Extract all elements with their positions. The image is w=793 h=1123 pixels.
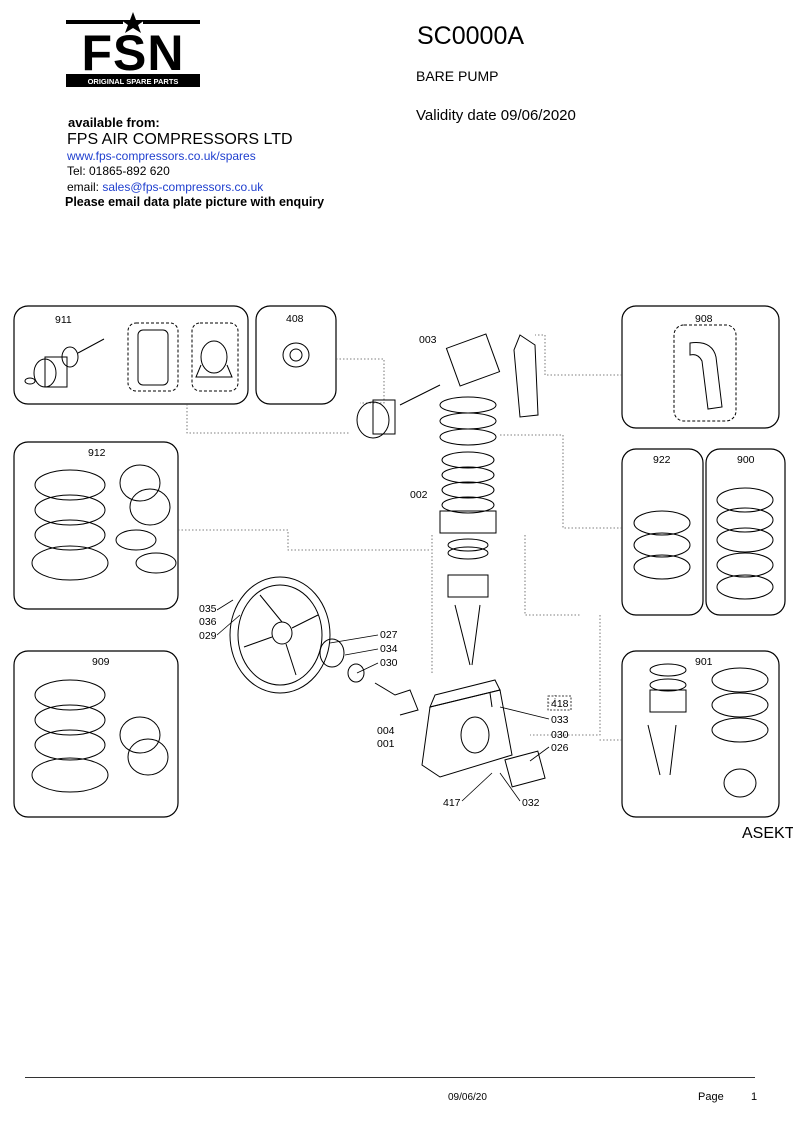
- website-link[interactable]: www.fps-compressors.co.uk/spares: [67, 149, 256, 163]
- fsn-logo: FSN ORIGINAL SPARE PARTS: [66, 12, 200, 87]
- brand-mark: ASEKT: [742, 825, 793, 842]
- part-label-001: 001: [377, 738, 395, 750]
- exploded-parts-diagram: 911 408 908 912 922 900 909 901 003 002 …: [13, 305, 786, 818]
- document-code: SC0000A: [417, 22, 525, 50]
- kit-label-908: 908: [695, 313, 713, 325]
- logo-tagline: ORIGINAL SPARE PARTS: [88, 77, 179, 86]
- logo-text: FSN: [82, 25, 185, 81]
- enquiry-note: Please email data plate picture with enq…: [65, 195, 325, 209]
- kit-box-408[interactable]: [255, 305, 337, 405]
- part-label-033: 033: [551, 714, 569, 726]
- page-label: Page: [698, 1091, 724, 1103]
- part-label-003: 003: [419, 334, 437, 346]
- kit-box-900[interactable]: [705, 448, 786, 616]
- footer-date: 09/06/20: [448, 1092, 487, 1103]
- part-label-418: 418: [551, 698, 569, 710]
- part-label-004: 004: [377, 725, 395, 737]
- kit-label-901: 901: [695, 656, 713, 668]
- page-number: 1: [751, 1091, 758, 1103]
- part-label-034: 034: [380, 643, 398, 655]
- part-label-002: 002: [410, 489, 428, 501]
- kit-box-901[interactable]: [621, 650, 780, 818]
- email-label: email:: [67, 180, 103, 194]
- part-label-027: 027: [380, 629, 398, 641]
- kit-box-908[interactable]: [621, 305, 780, 429]
- label-418-box: [547, 695, 572, 711]
- telephone: Tel: 01865-892 620: [67, 164, 170, 178]
- part-label-035: 035: [199, 603, 217, 615]
- part-label-417: 417: [443, 797, 461, 809]
- kit-box-911[interactable]: [13, 305, 249, 405]
- email-line: email: sales@fps-compressors.co.uk: [67, 180, 263, 194]
- part-label-036: 036: [199, 616, 217, 628]
- part-label-026: 026: [551, 742, 569, 754]
- kit-box-909[interactable]: [13, 650, 179, 818]
- validity-date: Validity date 09/06/2020: [416, 107, 576, 124]
- available-label: available from:: [68, 115, 160, 130]
- kit-label-912: 912: [88, 447, 106, 459]
- footer-divider: [25, 1077, 755, 1078]
- part-label-030: 030: [380, 657, 398, 669]
- document-description: BARE PUMP: [416, 68, 499, 84]
- company-name: FPS AIR COMPRESSORS LTD: [67, 131, 293, 148]
- part-label-032: 032: [522, 797, 540, 809]
- kit-box-912[interactable]: [13, 441, 179, 610]
- kit-box-922[interactable]: [621, 448, 704, 616]
- part-label-029: 029: [199, 630, 217, 642]
- email-link[interactable]: sales@fps-compressors.co.uk: [102, 180, 264, 194]
- kit-label-408: 408: [286, 313, 304, 325]
- kit-label-911: 911: [55, 314, 72, 326]
- kit-label-922: 922: [653, 454, 671, 466]
- part-label-030-lower: 030: [551, 729, 569, 741]
- kit-label-900: 900: [737, 454, 755, 466]
- kit-label-909: 909: [92, 656, 110, 668]
